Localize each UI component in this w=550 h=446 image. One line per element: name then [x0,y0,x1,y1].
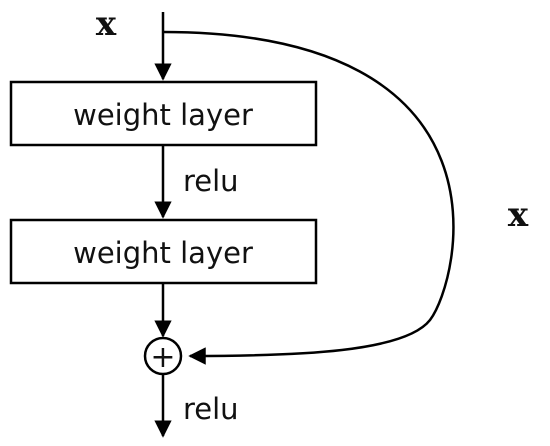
identity-shortcut-path [162,30,455,365]
weight-layer-1: weight layer [9,80,318,147]
plus-icon: + [150,340,175,375]
relu-label-1: relu [183,164,239,198]
weight-layer-2: weight layer [9,218,318,285]
weight-layer-2-box [9,218,318,285]
weight-layer-1-label: weight layer [73,98,253,132]
identity-x-label: x [508,195,529,235]
weight-layer-2-label: weight layer [73,236,253,270]
relu-label-2: relu [183,392,239,426]
addition-node: + [143,336,183,376]
input-x-label: x [96,4,117,44]
